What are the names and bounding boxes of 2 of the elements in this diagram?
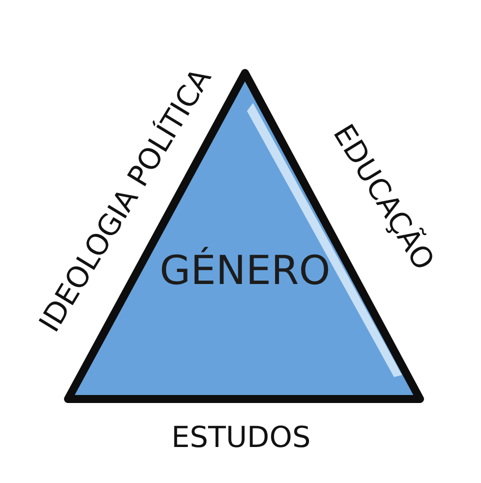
side-label: ESTUDOS: [171, 420, 311, 454]
node-label: GÉNERO: [160, 248, 330, 294]
